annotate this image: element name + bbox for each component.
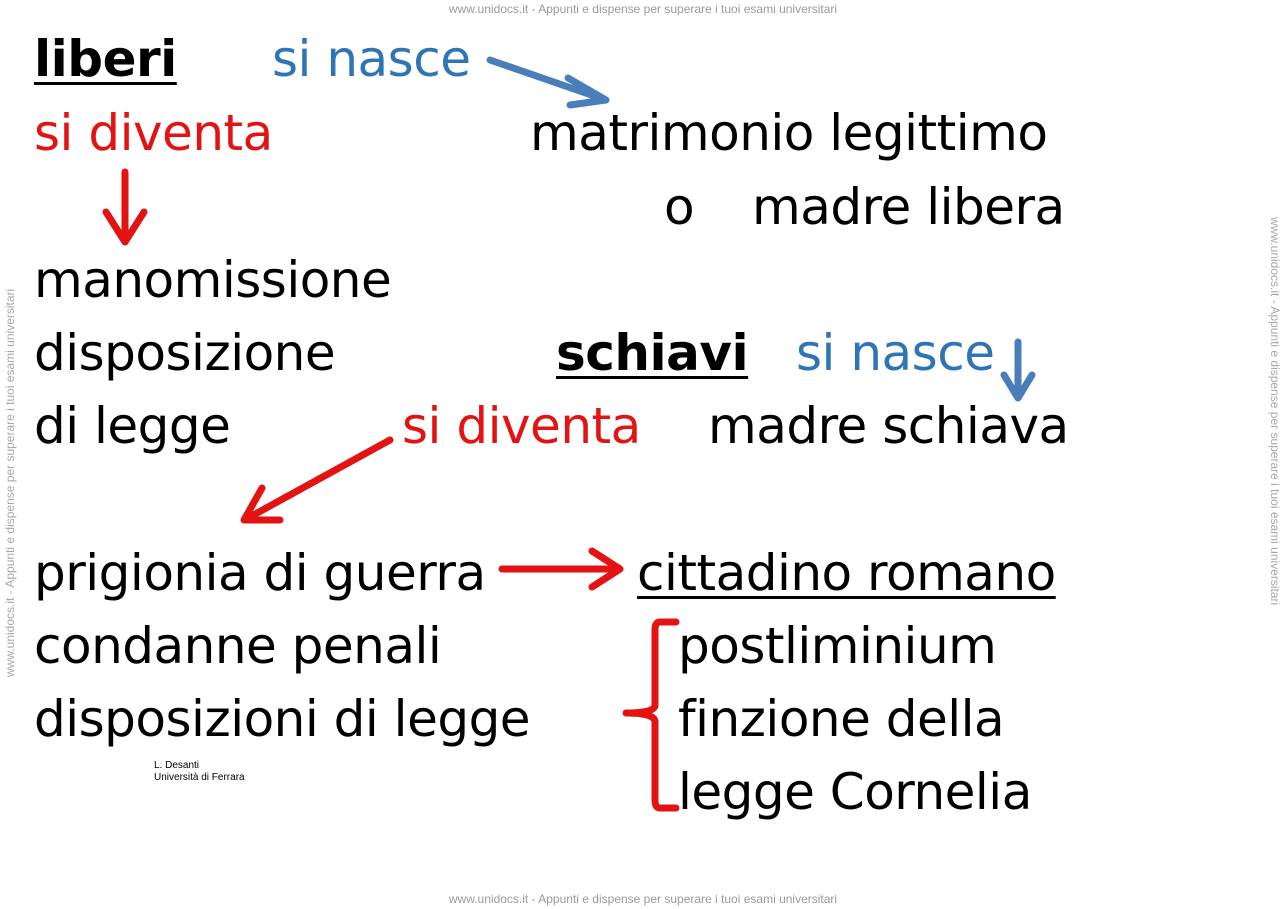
schiavi-si-diventa: si diventa	[402, 397, 641, 455]
arrow-liberi-diventa	[102, 168, 148, 246]
liberi-si-nasce: si nasce	[272, 30, 471, 88]
brace-bracket	[622, 618, 680, 812]
liberi-nasce-o: o	[664, 178, 695, 236]
watermark-bottom: www.unidocs.it - Appunti e dispense per …	[448, 892, 838, 906]
credit-university: Università di Ferrara	[154, 772, 245, 783]
liberi-diventa-item: di legge	[34, 397, 231, 455]
arrow-schiavi-diventa	[240, 436, 394, 524]
liberi-si-diventa: si diventa	[34, 104, 273, 162]
cittadino-heading: cittadino romano	[637, 544, 1056, 602]
credit-author: L. Desanti	[154, 760, 200, 771]
arrow-schiavi-nasce	[1000, 338, 1036, 402]
liberi-nasce-line2: madre libera	[752, 178, 1065, 236]
schiavi-diventa-item: disposizioni di legge	[34, 690, 531, 748]
watermark-top: www.unidocs.it - Appunti e dispense per …	[448, 2, 838, 16]
schiavi-si-nasce: si nasce	[796, 324, 995, 382]
liberi-nasce-line1: matrimonio legittimo	[530, 104, 1048, 162]
liberi-heading: liberi	[34, 30, 177, 88]
arrow-liberi-nasce	[486, 56, 610, 109]
cittadino-item: finzione della	[678, 690, 1005, 748]
schiavi-nasce-value: madre schiava	[708, 397, 1069, 455]
cittadino-item: legge Cornelia	[678, 763, 1032, 821]
arrow-prigionia-cittadino	[498, 547, 624, 591]
liberi-diventa-item: manomissione	[34, 251, 392, 309]
cittadino-item: postliminium	[678, 617, 997, 675]
schiavi-heading: schiavi	[556, 324, 749, 382]
schiavi-diventa-item: condanne penali	[34, 617, 442, 675]
schiavi-diventa-item: prigionia di guerra	[34, 544, 486, 602]
liberi-diventa-item: disposizione	[34, 324, 336, 382]
